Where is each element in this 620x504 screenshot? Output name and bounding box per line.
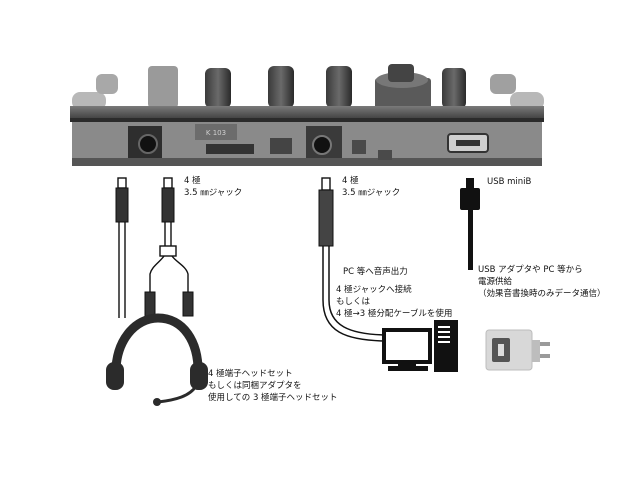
pc-cable: [318, 177, 385, 342]
board-marking: K 103: [206, 129, 226, 137]
jack-left-label: 4 極 3.5 ㎜ジャック: [184, 176, 243, 198]
headset-cable: [115, 177, 194, 318]
usb-cable: [460, 178, 480, 270]
pc-connect-label: 4 極ジャックへ接続 もしくは 4 極→3 極分配ケーブルを使用: [336, 285, 453, 319]
headset-label: 4 極端子ヘッドセット もしくは同梱アダプタを 使用しての 3 極端子ヘッドセッ…: [208, 369, 338, 403]
power-label: USB アダプタや PC 等から 電源供給 （効果音書換時のみデータ通信）: [478, 265, 606, 299]
usb-label: USB miniB: [487, 177, 532, 187]
device-board: K 103: [70, 64, 544, 166]
computer-icon: [382, 320, 458, 372]
pc-output-label: PC 等へ音声出力: [343, 267, 408, 277]
usb-adapter-icon: [485, 329, 550, 371]
headset-icon: [106, 313, 208, 406]
jack-mid-label: 4 極 3.5 ㎜ジャック: [342, 176, 401, 198]
